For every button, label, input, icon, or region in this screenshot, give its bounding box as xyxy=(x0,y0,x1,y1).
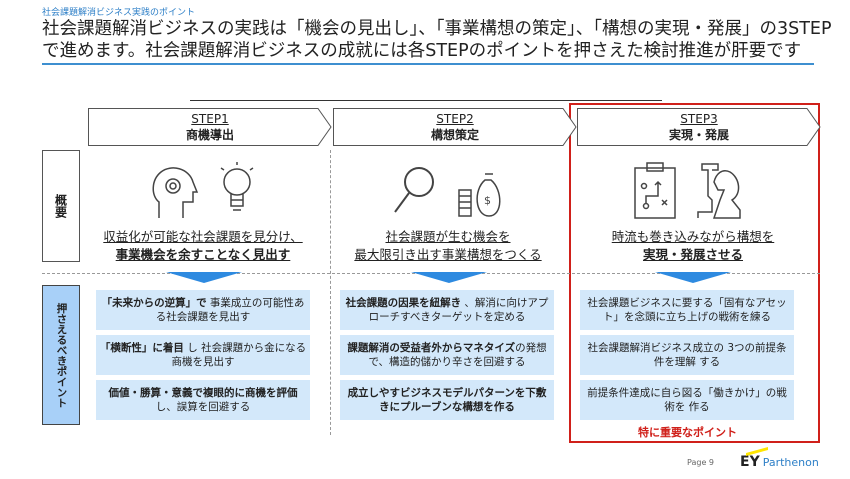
column-divider xyxy=(330,150,331,435)
point-plain: 事業成立の可能性ある社会課題を見出す xyxy=(155,297,305,323)
logo-ey: EY xyxy=(740,454,760,470)
point-box: 「未来からの逆算」で 事業成立の可能性ある社会課題を見出す xyxy=(96,290,310,330)
important-point-label: 特に重要なポイント xyxy=(638,426,737,439)
svg-text:$: $ xyxy=(484,194,491,207)
strategy-clipboard-icon xyxy=(633,162,676,219)
step2-label: 構想策定 xyxy=(430,128,479,142)
chess-pieces-icon xyxy=(696,163,741,219)
point-bold: 社会課題の因果を紐解き xyxy=(345,297,462,309)
point-box: 社会課題解消ビジネス成立の 3つの前提条件を理解 する xyxy=(580,335,794,375)
step1-summary: 収益化が可能な社会課題を見分け、事業機会を余すことなく見出す xyxy=(88,228,318,264)
down-arrow-icon xyxy=(411,272,487,283)
point-text: 社会課題ビジネスに要する「固有なアセット」を念頭に立ち上げの戦術を練る xyxy=(583,296,791,324)
title-rule xyxy=(42,63,814,65)
money-bag-icon: $ xyxy=(458,173,501,217)
point-text: 「未来からの逆算」で 事業成立の可能性ある社会課題を見出す xyxy=(99,296,307,324)
down-arrow-icon xyxy=(655,272,731,283)
step3-label: 実現・発展 xyxy=(668,128,729,142)
summary-line: 収益化が可能な社会課題を見分け、 xyxy=(103,229,303,244)
point-text: 課題解消の受益者外からマネタイズの発想で、構造的儲かり辛さを回避する xyxy=(343,341,551,369)
summary-line: 最大限引き出す事業構想をつくる xyxy=(354,247,542,262)
step1-label: 商機導出 xyxy=(185,128,234,142)
step2-chevron: STEP2 構想策定 xyxy=(333,108,577,146)
point-box: 前提条件達成に自ら図る「働きかけ」の戦術を 作る xyxy=(580,380,794,420)
point-box: 課題解消の受益者外からマネタイズの発想で、構造的儲かり辛さを回避する xyxy=(340,335,554,375)
steps-top-line xyxy=(190,100,662,101)
point-text: 「横断性」に着目 し 社会課題から金になる 商機を見出す xyxy=(99,341,307,369)
title-line-1: 社会課題解消ビジネスの実践は「機会の見出し」、「事業構想の策定」、「構想の実現・… xyxy=(42,19,832,39)
point-plain: 、解消に向けアプローチすべきターゲットを定める xyxy=(368,297,549,323)
point-plain: の発想で、構造的儲かり辛さを回避する xyxy=(368,342,547,368)
title-line-2: で進めます。社会課題解消ビジネスの成就には各STEPのポイントを押さえた検討推進… xyxy=(42,41,802,61)
point-text: 成立しやすビジネスモデルパターンを下敷きにプルーブンな構想を作る xyxy=(343,386,551,414)
step3-summary: 時流も巻き込みながら構想を実現・発展させる xyxy=(578,228,808,264)
point-box: 成立しやすビジネスモデルパターンを下敷きにプルーブンな構想を作る xyxy=(340,380,554,420)
point-plain: 前提条件達成に自ら図る「働きかけ」の戦術を 作る xyxy=(587,387,787,413)
point-bold: 「横断性」に着目 xyxy=(99,342,184,354)
step3-chevron: STEP3 実現・発展 xyxy=(577,108,821,146)
step1-icons xyxy=(96,160,310,220)
point-text: 前提条件達成に自ら図る「働きかけ」の戦術を 作る xyxy=(583,386,791,414)
point-text: 社会課題解消ビジネス成立の 3つの前提条件を理解 する xyxy=(583,341,791,369)
down-arrow-icon xyxy=(166,272,242,283)
point-text: 社会課題の因果を紐解き 、解消に向けアプローチすべきターゲットを定める xyxy=(343,296,551,324)
step3-icons xyxy=(580,160,795,220)
point-bold: 価値・勝算・意義で複眼的に商機を評価 xyxy=(108,387,298,399)
page-number: Page 9 xyxy=(687,458,714,467)
point-plain: 社会課題ビジネスに要する「固有なアセット」を念頭に立ち上げの戦術を練る xyxy=(587,297,787,323)
point-text: 価値・勝算・意義で複眼的に商機を評価 し、誤算を回避する xyxy=(99,386,307,414)
summary-row-label: 概要 xyxy=(42,150,80,262)
point-box: 価値・勝算・意義で複眼的に商機を評価 し、誤算を回避する xyxy=(96,380,310,420)
lightbulb-icon xyxy=(220,162,254,211)
step1-chevron: STEP1 商機導出 xyxy=(88,108,332,146)
summary-line: 事業機会を余すことなく見出す xyxy=(115,247,291,262)
point-plain: し、誤算を回避する xyxy=(155,401,251,413)
point-plain: 社会課題解消ビジネス成立の 3つの前提条件を理解 する xyxy=(587,342,787,368)
point-box: 社会課題ビジネスに要する「固有なアセット」を念頭に立ち上げの戦術を練る xyxy=(580,290,794,330)
summary-line: 時流も巻き込みながら構想を xyxy=(611,229,775,244)
head-gear-icon xyxy=(152,167,199,218)
point-plain: し 社会課題から金になる 商機を見出す xyxy=(171,342,307,368)
magnifier-icon xyxy=(394,167,434,213)
step1-number: STEP1 xyxy=(191,112,229,126)
points-row-label: 押さえるべきポイント xyxy=(42,285,80,425)
step2-summary: 社会課題が生む機会を最大限引き出す事業構想をつくる xyxy=(333,228,563,264)
logo-parthenon: Parthenon xyxy=(762,456,819,469)
point-bold: 課題解消の受益者外からマネタイズ xyxy=(347,342,516,354)
step3-number: STEP3 xyxy=(680,112,718,126)
page-subtitle: 社会課題解消ビジネス実践のポイント xyxy=(42,8,196,18)
point-bold: 「未来からの逆算」で xyxy=(101,297,207,309)
summary-line: 実現・発展させる xyxy=(642,247,743,262)
point-bold: 成立しやすビジネスモデルパターンを下敷きにプルーブンな構想を作る xyxy=(347,387,547,413)
step2-icons: $ xyxy=(340,160,554,220)
point-box: 「横断性」に着目 し 社会課題から金になる 商機を見出す xyxy=(96,335,310,375)
point-box: 社会課題の因果を紐解き 、解消に向けアプローチすべきターゲットを定める xyxy=(340,290,554,330)
summary-line: 社会課題が生む機会を xyxy=(385,229,511,244)
step2-number: STEP2 xyxy=(436,112,474,126)
page-title: 社会課題解消ビジネスの実践は「機会の見出し」、「事業構想の策定」、「構想の実現・… xyxy=(42,18,832,62)
